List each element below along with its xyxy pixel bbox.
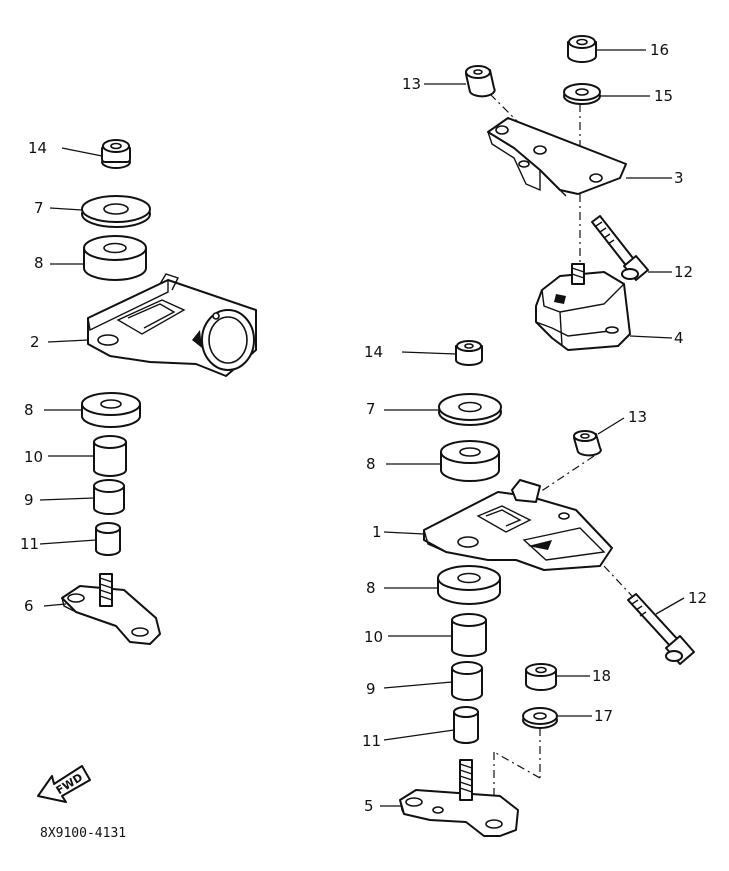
- part-10-collar-left: [93, 435, 127, 477]
- callout-13-lower: 13: [628, 408, 647, 426]
- callout-14-right: 14: [364, 343, 383, 361]
- callout-16: 16: [650, 41, 669, 59]
- part-2-bracket: [87, 273, 257, 377]
- part-14-nut-left: [101, 139, 131, 169]
- part-5-stud-plate: [399, 759, 519, 837]
- callout-12-lower: 12: [688, 589, 707, 607]
- callout-18: 18: [592, 667, 611, 685]
- callout-6: 6: [24, 597, 34, 615]
- part-13-nut-lower: [573, 430, 602, 457]
- part-6-stud-plate: [61, 573, 161, 645]
- callout-9-right: 9: [366, 680, 376, 698]
- part-1-bracket: [423, 479, 613, 571]
- part-15-washer: [563, 83, 601, 105]
- part-16-nut: [567, 35, 597, 63]
- callout-4: 4: [674, 329, 684, 347]
- part-3-bracket: [487, 117, 627, 197]
- callout-7-right: 7: [366, 400, 376, 418]
- callout-2: 2: [30, 333, 40, 351]
- part-7-washer-left: [81, 195, 151, 228]
- callout-8-right-upper: 8: [366, 455, 376, 473]
- callout-5: 5: [364, 797, 374, 815]
- callout-15: 15: [654, 87, 673, 105]
- callout-3: 3: [674, 169, 684, 187]
- part-9-collar-right: [451, 661, 483, 701]
- part-13-nut-upper: [465, 65, 496, 98]
- part-9-collar-left: [93, 479, 125, 515]
- callout-13-upper: 13: [402, 75, 421, 93]
- callout-8-right-lower: 8: [366, 579, 376, 597]
- part-8-rubber-lower-right: [437, 565, 501, 605]
- part-11-collar-right: [453, 706, 479, 744]
- callout-11-left: 11: [20, 535, 39, 553]
- callout-10-left: 10: [24, 448, 43, 466]
- callout-10-right: 10: [364, 628, 383, 646]
- callout-12-upper: 12: [674, 263, 693, 281]
- callout-8-left-upper: 8: [34, 254, 44, 272]
- fwd-arrow-icon: FWD: [37, 765, 91, 803]
- part-11-collar-left: [95, 522, 121, 556]
- callout-7-left: 7: [34, 199, 44, 217]
- callout-9-left: 9: [24, 491, 34, 509]
- part-4-engine-mount: [535, 263, 631, 351]
- callout-8-left-lower: 8: [24, 401, 34, 419]
- part-8-rubber-upper-left: [83, 235, 147, 281]
- part-8-rubber-upper-right: [440, 440, 500, 482]
- part-12-bolt-lower: [627, 593, 695, 665]
- part-17-washer: [522, 707, 558, 729]
- part-18-nut: [525, 663, 557, 691]
- part-8-rubber-lower-left: [81, 392, 141, 428]
- part-12-bolt-upper: [591, 215, 649, 281]
- part-10-collar-right: [451, 613, 487, 657]
- callout-14-left: 14: [28, 139, 47, 157]
- part-7-washer-right: [438, 393, 502, 426]
- part-14-nut-right: [455, 340, 483, 366]
- callout-17: 17: [594, 707, 613, 725]
- callout-11-right: 11: [362, 732, 381, 750]
- callout-1: 1: [372, 523, 382, 541]
- drawing-code: 8X9100-4131: [40, 826, 126, 841]
